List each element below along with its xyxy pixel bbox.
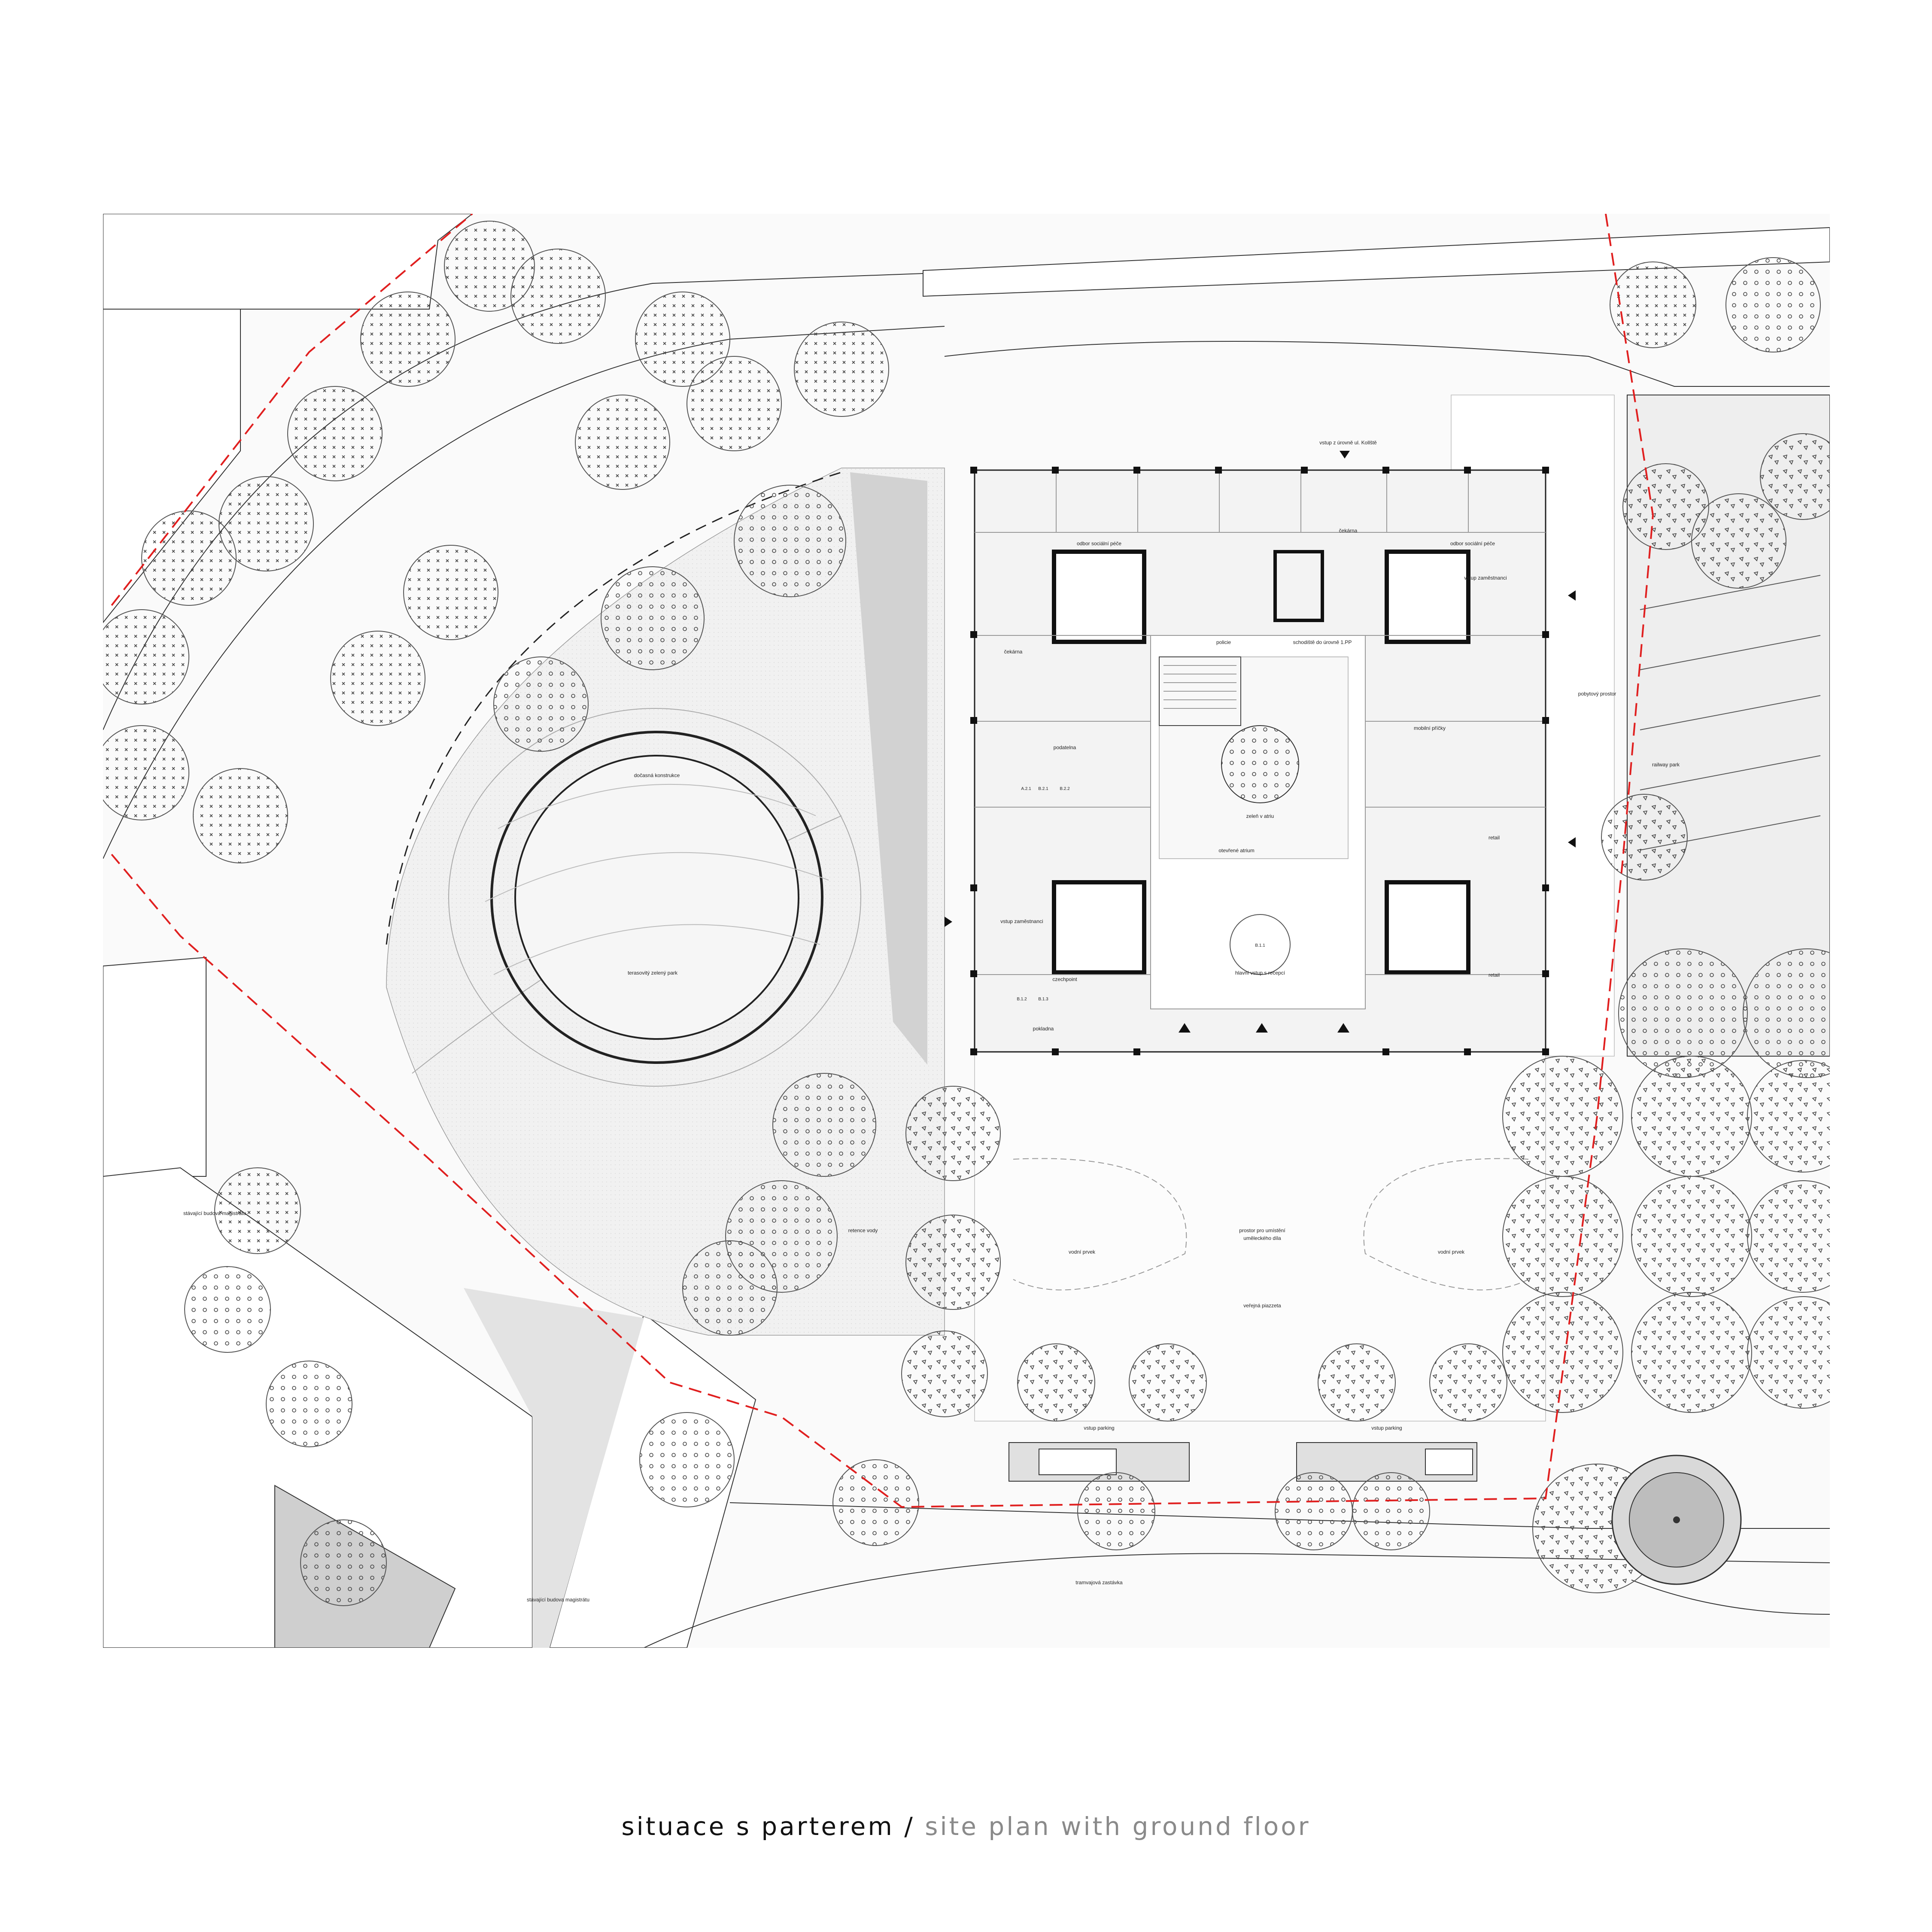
- label-employee-entrance-left: vstup zaměstnanci: [1000, 918, 1043, 924]
- label-main-entrance: hlavní vstup s recepcí: [1235, 970, 1285, 976]
- label-entrance-north: vstup z úrovně ul. Kollště: [1319, 440, 1377, 446]
- room-code-b13: B.1.3: [1038, 997, 1048, 1002]
- label-tram-stop: tramvajová zastávka: [1075, 1580, 1123, 1586]
- roundabout-tree: [1611, 1455, 1742, 1585]
- label-waiting-top: čekárna: [1339, 528, 1358, 534]
- label-retail-upper: retail: [1488, 835, 1500, 841]
- trees-leaf-pattern: [901, 433, 1830, 1593]
- trees-cross-pattern: [103, 221, 889, 1254]
- label-water-right: vodní prvek: [1438, 1249, 1465, 1255]
- label-art-space-1: prostor pro umístění: [1239, 1227, 1285, 1233]
- label-water-left: vodní prvek: [1069, 1249, 1096, 1255]
- room-code-b22: B.2.2: [1060, 787, 1070, 791]
- plan-content: [103, 214, 1830, 1648]
- room-code-b11: B.1.1: [1255, 943, 1265, 948]
- label-art-space-2: uměleckého díla: [1243, 1235, 1281, 1241]
- label-employee-entrance-right: vstup zaměstnanci: [1464, 575, 1507, 581]
- site-boundary: [111, 214, 1654, 1508]
- label-railway-park: railway park: [1652, 762, 1680, 768]
- label-registry: podatelna: [1054, 744, 1076, 750]
- label-public-square: veřejná piazzeta: [1243, 1303, 1281, 1309]
- label-terraced-park: terasovitý zelený park: [628, 970, 678, 976]
- parking-entrances: [1009, 1442, 1477, 1482]
- label-waiting-left: čekárna: [1004, 649, 1023, 655]
- label-parking-right: vstup parking: [1371, 1425, 1402, 1431]
- plan-labels: vstup z úrovně ul. Kollště odbor sociáln…: [183, 440, 1680, 1603]
- caption-czech: situace s parterem: [621, 1812, 894, 1841]
- columns: [970, 467, 1549, 1055]
- caption-english: site plan with ground floor: [925, 1812, 1311, 1841]
- label-retail-lower: retail: [1488, 972, 1500, 978]
- drawing-caption: situace s parterem / site plan with grou…: [0, 1812, 1932, 1841]
- label-open-atrium: otevřené atrium: [1218, 848, 1254, 854]
- caption-separator: /: [904, 1812, 915, 1841]
- label-existing-2: stávající budova magistrátu: [527, 1597, 589, 1603]
- label-stay-area: pobytový prostor: [1578, 691, 1616, 697]
- room-code-a21: A.2.1: [1021, 787, 1031, 791]
- label-greenery: zeleň v atriu: [1246, 813, 1274, 819]
- label-police: policie: [1216, 639, 1231, 645]
- trees-circle-pattern: [184, 257, 1830, 1606]
- label-checkpoint: czechpoint: [1052, 976, 1077, 982]
- room-code-b12: B.1.2: [1017, 997, 1027, 1002]
- label-social-dept-left: odbor sociální péče: [1077, 541, 1121, 547]
- label-temp-structure: dočasná konstrukce: [634, 772, 680, 778]
- room-code-b21: B.2.1: [1038, 787, 1048, 791]
- entrance-arrows: [945, 451, 1576, 1033]
- main-building: [974, 469, 1546, 1053]
- label-cashier: pokladna: [1033, 1026, 1054, 1032]
- label-water-retention: retence vody: [848, 1227, 878, 1233]
- label-stairs: schodiště do úrovně 1.PP: [1293, 639, 1352, 645]
- label-existing-1: stávající budova magistrátu: [183, 1210, 246, 1216]
- temporary-structure: [448, 708, 861, 1087]
- label-social-dept-right: odbor sociální péče: [1450, 541, 1495, 547]
- label-mobile-partitions: mobilní příčky: [1414, 725, 1446, 731]
- label-parking-left: vstup parking: [1084, 1425, 1114, 1431]
